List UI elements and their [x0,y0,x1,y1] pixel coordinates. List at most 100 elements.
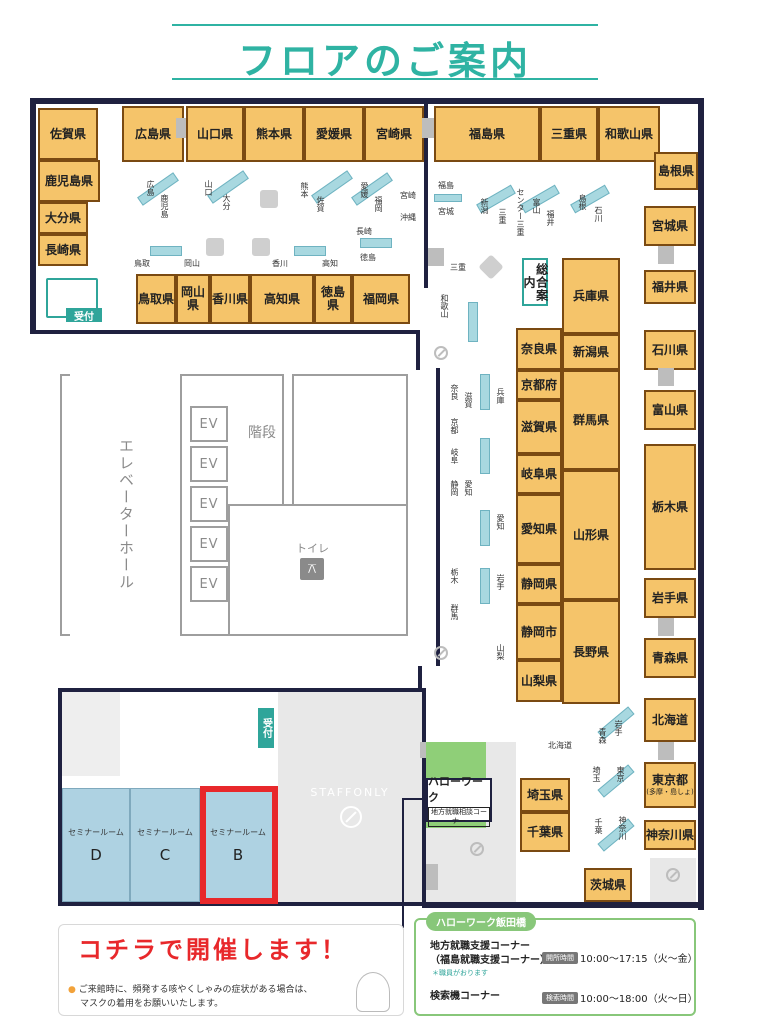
booth-okayama[interactable]: 岡山県 [176,274,210,324]
desk-label: 香川 [272,259,288,268]
booth-nagano[interactable]: 長野県 [562,600,620,704]
hellowork-title: ハローワーク [428,774,483,804]
info-heading: ハローワーク飯田橋 [426,912,536,931]
meeting-table [252,238,270,256]
wall-left-upper [30,98,36,334]
hellowork-sign[interactable]: ハローワーク 地方就職相談コーナー [426,775,492,828]
hellowork-subtitle: 地方就職相談コーナー [428,806,490,828]
desk-label: 東京 [616,766,625,782]
elevator-5[interactable]: EV [190,566,228,602]
booth-hokkaido[interactable]: 北海道 [644,698,696,742]
booth-toyama[interactable]: 富山県 [644,390,696,430]
desk-label: 岩手 [496,574,505,590]
booth-kagawa[interactable]: 香川県 [210,274,250,324]
wall-seminar-left [58,688,62,904]
booth-shimane[interactable]: 島根県 [654,152,698,190]
booth-aomori[interactable]: 青森県 [644,638,696,678]
booth-chiba[interactable]: 千葉県 [520,812,570,852]
booth-kumamoto[interactable]: 熊本県 [244,106,304,162]
booth-niigata[interactable]: 新潟県 [562,334,620,370]
booth-oita[interactable]: 大分県 [38,202,88,234]
consult-desk [351,172,393,206]
desk-label: 長崎 [356,227,372,236]
no-entry-icon [434,346,448,360]
page-title-block: フロアのご案内 [172,20,598,83]
elevator-3[interactable]: EV [190,486,228,522]
seminar-room-c[interactable]: セミナールーム C [130,788,200,902]
booth-kanagawa[interactable]: 神奈川県 [644,820,696,850]
seminar-room-letter: D [90,845,102,864]
seminar-room-caption: セミナールーム [210,827,266,837]
booth-ishikawa[interactable]: 石川県 [644,330,696,370]
booth-fukui[interactable]: 福井県 [644,270,696,304]
booth-information[interactable]: 総合案内 [522,258,549,306]
ev-wall [292,374,294,504]
elevator-2[interactable]: EV [190,446,228,482]
booth-nara[interactable]: 奈良県 [516,328,562,370]
booth-nagasaki[interactable]: 長崎県 [38,234,88,266]
booth-shiga[interactable]: 滋賀県 [516,400,562,454]
info-badge-open: 開所時間 [542,952,578,964]
desk-label: 宮城 [438,207,454,216]
elevator-4[interactable]: EV [190,526,228,562]
booth-mie[interactable]: 三重県 [540,106,598,162]
callout-line [402,798,404,928]
seminar-storage [62,692,120,776]
booth-fukushima[interactable]: 福島県 [434,106,540,162]
reception-top-left[interactable]: 受付 [66,308,102,323]
booth-hyogo[interactable]: 兵庫県 [562,258,620,334]
booth-kyoto[interactable]: 京都府 [516,370,562,400]
notice-box [58,924,404,1016]
title-rule-bottom [172,78,598,80]
booth-wakayama[interactable]: 和歌山県 [598,106,660,162]
booth-saitama[interactable]: 埼玉県 [520,778,570,812]
reception-seminar[interactable]: 受付 [258,708,274,748]
booth-tottori[interactable]: 鳥取県 [136,274,176,324]
info-row1-line1: 地方就職支援コーナー [430,941,530,952]
booth-shizuoka[interactable]: 静岡県 [516,564,562,604]
booth-saga[interactable]: 佐賀県 [38,108,98,160]
elevator-hall-label: エレベーターホール [117,438,135,591]
desk-label: 佐賀 [316,196,325,212]
pillar [658,742,674,760]
consult-desk [434,194,462,202]
seminar-room-d[interactable]: セミナールーム D [62,788,130,902]
booth-miyazaki[interactable]: 宮崎県 [364,106,424,162]
toilet-wall [180,634,408,636]
consult-desk [360,238,392,248]
booth-gifu[interactable]: 岐阜県 [516,454,562,494]
booth-yamanashi[interactable]: 山梨県 [516,660,562,702]
toilet-wall [228,504,406,506]
desk-label: 愛媛 [360,182,369,198]
booth-fukuoka[interactable]: 福岡県 [352,274,410,324]
booth-ehime[interactable]: 愛媛県 [304,106,364,162]
stair-wall [292,374,406,376]
booth-yamaguchi[interactable]: 山口県 [186,106,244,162]
booth-yamagata[interactable]: 山形県 [562,470,620,600]
toilet-wall [228,504,230,636]
desk-label: 栃木 [450,568,459,584]
booth-iwate[interactable]: 岩手県 [644,578,696,618]
desk-label: 愛知 [496,514,505,530]
event-banner: コチラで開催します！ [78,936,348,964]
booth-kochi[interactable]: 高知県 [250,274,314,324]
booth-gunma[interactable]: 群馬県 [562,370,620,470]
info-row2-title: 検索機コーナー [430,991,500,1002]
booth-hiroshima[interactable]: 広島県 [122,106,184,162]
hall-boundary [60,374,70,376]
booth-tochigi[interactable]: 栃木県 [644,444,696,570]
desk-label: 宮崎 [400,191,416,200]
booth-shizuoka-city[interactable]: 静岡市 [516,604,562,660]
booth-tokyo[interactable]: 東京都 (多摩・島しょ) [644,762,696,808]
desk-label: 熊本 [300,182,309,198]
booth-tokushima[interactable]: 徳島県 [314,274,352,324]
booth-ibaraki[interactable]: 茨城県 [584,868,632,902]
consult-desk [468,302,478,342]
booth-aichi[interactable]: 愛知県 [516,494,562,564]
booth-miyagi[interactable]: 宮城県 [644,206,696,246]
no-entry-icon [470,842,484,856]
consult-desk [570,184,610,214]
elevator-1[interactable]: EV [190,406,228,442]
desk-label: 群馬 [450,604,459,620]
booth-kagoshima[interactable]: 鹿児島県 [38,160,100,202]
